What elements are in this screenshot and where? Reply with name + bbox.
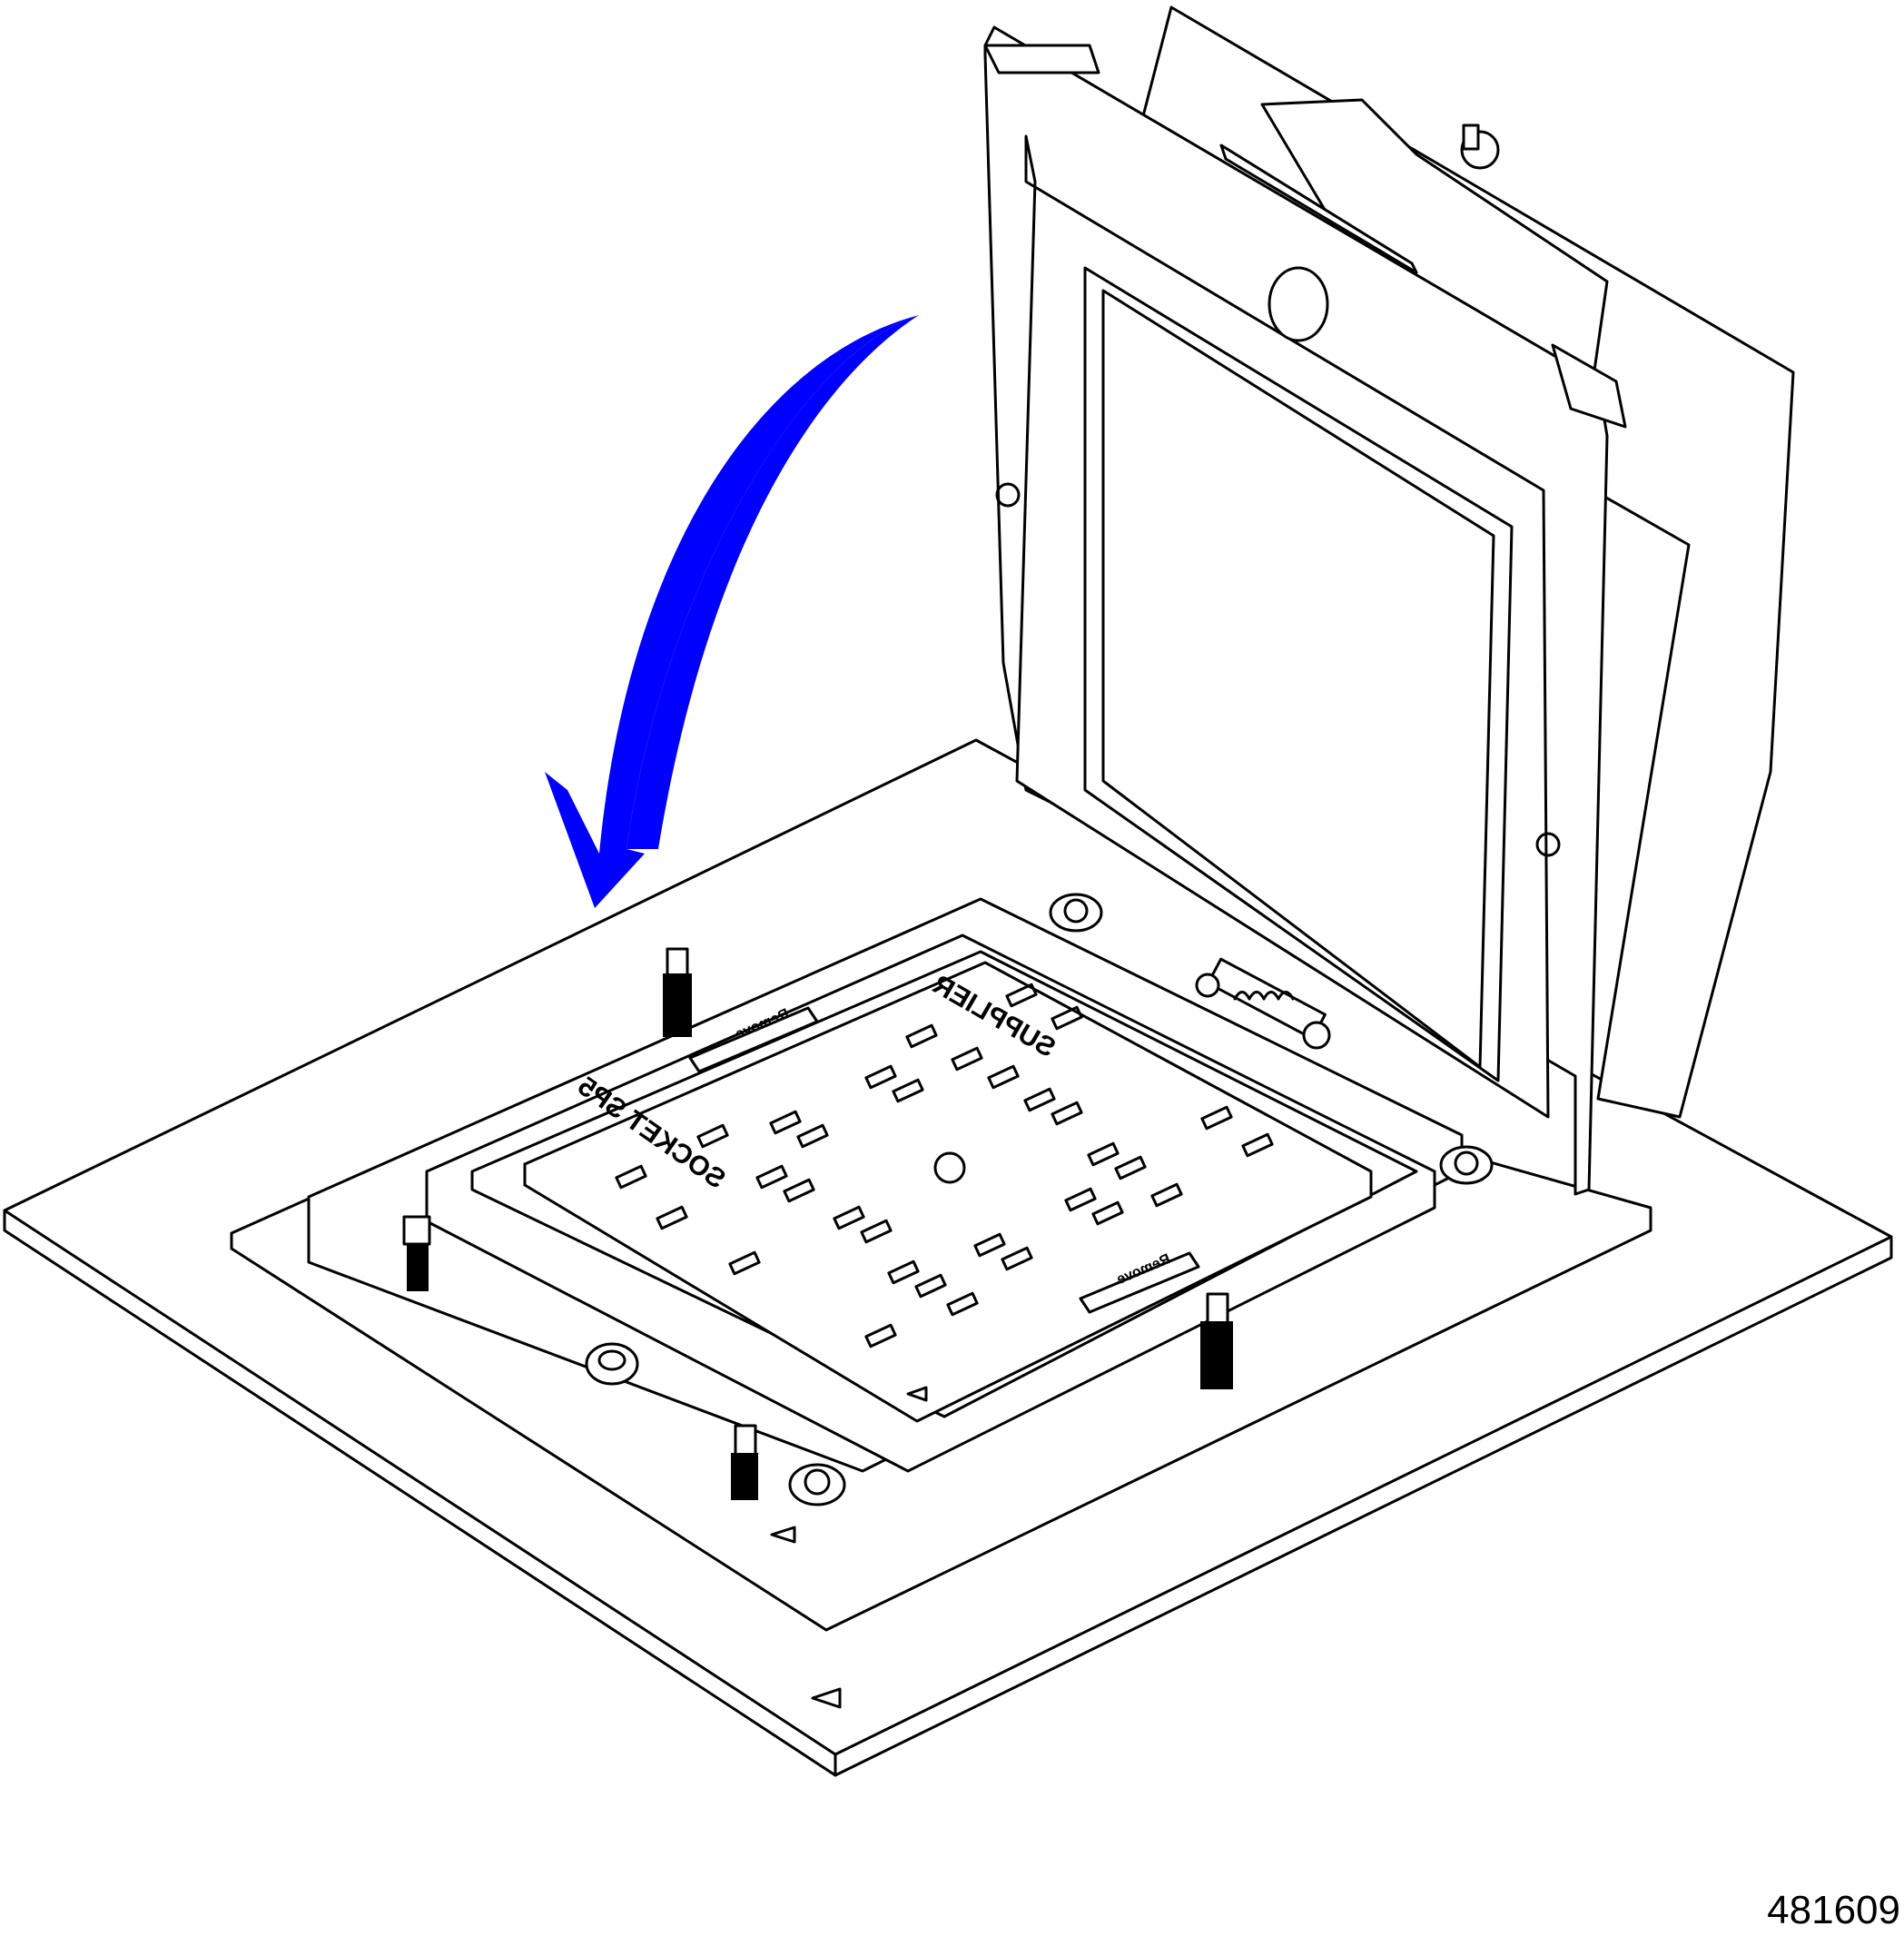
curved-arrow-down-left-icon xyxy=(545,315,919,908)
threaded-stud xyxy=(663,947,692,1037)
triangle-marker-icon xyxy=(811,1687,842,1709)
threaded-stud xyxy=(731,1424,758,1500)
alignment-marks xyxy=(770,1386,928,1709)
center-hole xyxy=(933,1151,966,1184)
figure-number: 481609 xyxy=(1767,1888,1900,1932)
captive-screw xyxy=(1439,1145,1494,1185)
frame-latch[interactable] xyxy=(1268,266,1329,342)
cover-slots xyxy=(615,983,1274,1348)
frame-hinge-spring xyxy=(1195,957,1331,1050)
remove-tab-left[interactable]: Remove xyxy=(688,1006,819,1073)
socket-cover: SOCKET SP5 SUPPLIER xyxy=(523,961,1373,1423)
triangle-marker-icon xyxy=(770,1526,796,1544)
force-frame[interactable] xyxy=(983,25,1627,1196)
triangle-marker-icon xyxy=(906,1386,928,1402)
threaded-stud xyxy=(1200,1292,1233,1389)
captive-screw xyxy=(788,1463,846,1506)
threaded-stud xyxy=(402,1215,431,1291)
captive-nut xyxy=(585,1342,639,1386)
captive-screw xyxy=(1049,893,1103,933)
